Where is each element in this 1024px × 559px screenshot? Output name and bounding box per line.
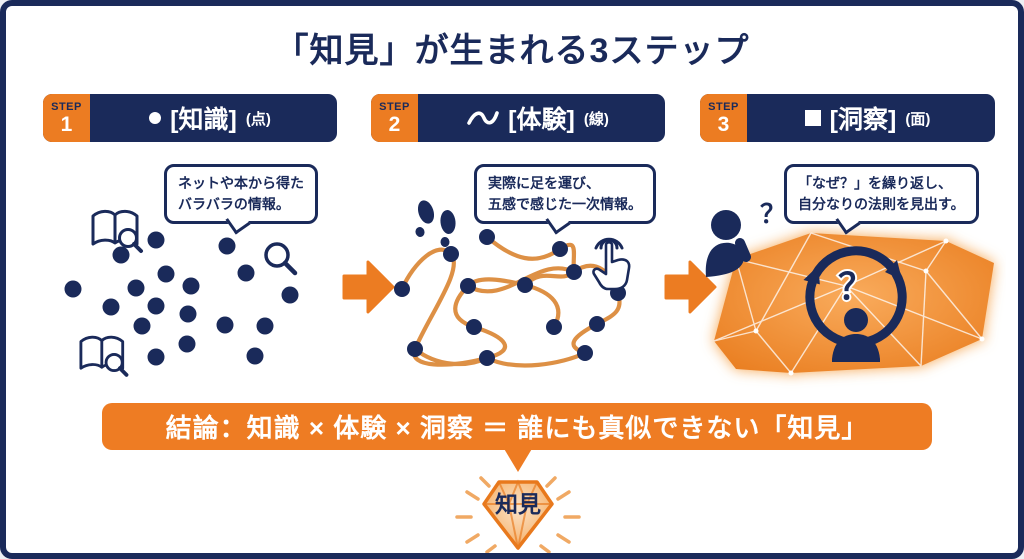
gem-body: 知見 (482, 479, 554, 550)
step3-title: [洞察] (829, 106, 897, 134)
person-icon (832, 308, 880, 362)
wave-icon (467, 111, 499, 125)
step3-title-group: [洞察] (面) (804, 100, 931, 136)
square-icon (804, 110, 821, 126)
step1-callout: ネットや本から得た バラバラの情報。 (164, 164, 318, 235)
step2-title-group: [体験] (線) (467, 100, 609, 136)
step2-badge: STEP 2 (371, 94, 418, 142)
step1-badge: STEP 1 (43, 94, 90, 142)
step3-subtitle: (面) (905, 110, 931, 128)
insight-mesh-visual: ？ ？ (705, 199, 994, 376)
step1-title: [知識] (170, 106, 237, 134)
magnifier-icon (264, 242, 298, 276)
experience-path-visual (394, 200, 631, 368)
step-label: STEP (51, 100, 82, 113)
step3-callout: 「なぜ？」を繰り返し、 自分なりの法則を見出す。 (784, 164, 979, 235)
step-number: 3 (717, 112, 730, 136)
question-mark: ？ (838, 266, 874, 307)
footprints-icon (415, 200, 456, 247)
callout-line: 実際に足を運び、 (488, 175, 600, 191)
path-dots (394, 229, 626, 366)
banner-tail (503, 447, 533, 472)
step3-badge: STEP 3 (700, 94, 747, 142)
step2-header: STEP 2 [体験] (線) (371, 94, 665, 142)
step1-subtitle: (点) (245, 110, 271, 128)
callout-line: ネットや本から得た (178, 175, 304, 191)
callout-line: 自分なりの法則を見出す。 (798, 196, 965, 212)
step2-title: [体験] (508, 106, 575, 134)
step2-callout: 実際に足を運び、 五感で感じた一次情報。 (474, 164, 656, 235)
gem-label: 知見 (495, 491, 541, 517)
open-book-search-icon (91, 209, 143, 253)
dot-icon (149, 112, 162, 124)
step-label: STEP (708, 100, 739, 113)
callout-line: 五感で感じた一次情報。 (488, 196, 642, 212)
step3-header: STEP 3 [洞察] (面) (700, 94, 995, 142)
open-book-search-icon (79, 335, 129, 377)
step-label: STEP (379, 100, 410, 113)
tap-hand-icon (592, 237, 631, 291)
step2-subtitle: (線) (583, 110, 609, 128)
arrow-right-icon (664, 260, 717, 314)
diamond-gem-icon: 知見 (455, 476, 581, 553)
thinking-person-icon: ？ (705, 199, 786, 277)
step1-header: STEP 1 [知識] (点) (43, 94, 337, 142)
conclusion-text: 結論：知識 × 体験 × 洞察 ＝ 誰にも真似できない「知見」 (165, 413, 869, 443)
step-number: 1 (60, 112, 73, 136)
knowledge-dots-visual (64, 209, 299, 377)
step-number: 2 (388, 112, 401, 136)
conclusion-banner: 結論：知識 × 体験 × 洞察 ＝ 誰にも真似できない「知見」 (102, 403, 932, 450)
step1-title-group: [知識] (点) (149, 100, 271, 136)
page-title: 「知見」が生まれる3ステップ (274, 32, 750, 70)
question-mark: ？ (760, 199, 786, 229)
arrow-right-icon (342, 260, 395, 314)
cycle-arrows-icon (793, 246, 916, 360)
callout-line: バラバラの情報。 (178, 196, 290, 212)
callout-line: 「なぜ？」を繰り返し、 (798, 175, 952, 191)
gem-rays (455, 476, 581, 553)
scatter-dots (64, 231, 299, 366)
